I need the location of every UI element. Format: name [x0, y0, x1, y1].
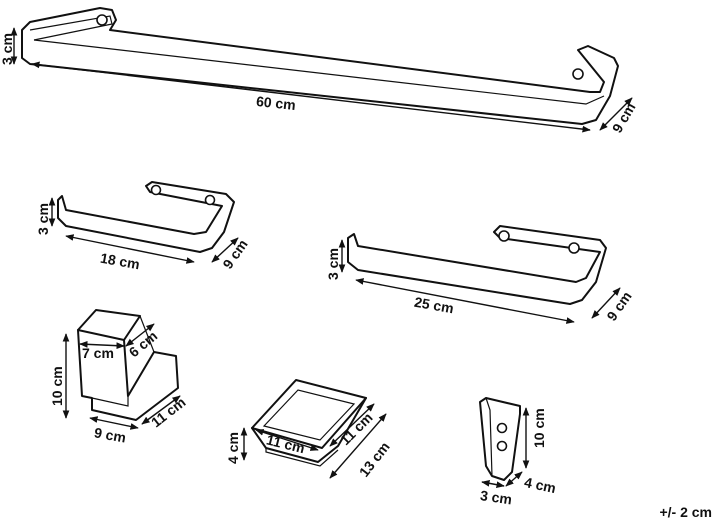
towel-bar-25: 3 cm 25 cm 9 cm — [325, 225, 635, 324]
robe-hook: 10 cm 3 cm 4 cm — [479, 397, 558, 507]
bar60-height-label: 3 cm — [0, 33, 15, 65]
hook-width-label: 3 cm — [479, 487, 513, 507]
cup-top-depth-label: 6 cm — [126, 328, 161, 361]
paper-holder-18: 3 cm 18 cm 9 cm — [35, 181, 251, 273]
cup-height-label: 10 cm — [49, 366, 65, 406]
towel-bar-60: 3 cm 60 cm 9 cm — [0, 7, 639, 136]
toothbrush-cup: 7 cm 6 cm 10 cm 9 cm 11 cm — [49, 309, 189, 446]
bar25-length-label: 25 cm — [413, 294, 455, 317]
cup-base-depth-label: 11 cm — [148, 394, 189, 431]
tolerance-note: +/- 2 cm — [659, 504, 712, 520]
bar18-length-label: 18 cm — [99, 250, 141, 273]
bar18-depth-label: 9 cm — [219, 236, 250, 271]
cup-base-width-label: 9 cm — [93, 424, 127, 445]
bar25-height-label: 3 cm — [325, 248, 341, 280]
dish-height-label: 4 cm — [225, 432, 241, 464]
cup-top-width-label: 7 cm — [82, 345, 114, 361]
bar60-length-label: 60 cm — [255, 93, 296, 113]
bar25-depth-label: 9 cm — [603, 288, 634, 323]
hook-height-label: 10 cm — [531, 408, 547, 448]
soap-dish: 4 cm 11 cm 11 cm 13 cm — [225, 379, 393, 480]
bar18-height-label: 3 cm — [35, 203, 51, 235]
dish-outer-label: 13 cm — [356, 439, 393, 480]
hook-depth-label: 4 cm — [523, 474, 558, 496]
